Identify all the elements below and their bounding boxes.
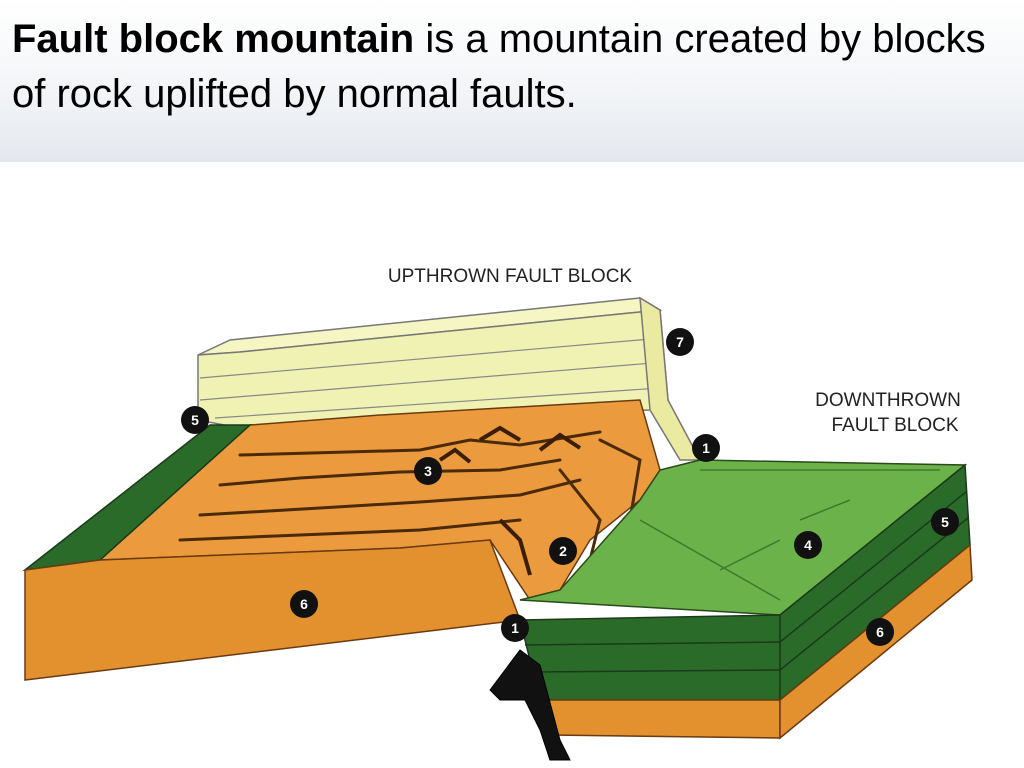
marker-1-upper-num: 1	[702, 440, 710, 456]
marker-3-num: 3	[424, 463, 432, 479]
title-definition: is a mountain created by blocks of rock …	[12, 17, 986, 116]
downthrown-front-orange	[539, 699, 781, 739]
title-term: Fault block mountain	[12, 17, 415, 61]
marker-6-left: 6	[290, 590, 318, 618]
marker-1-upper: 1	[692, 434, 720, 462]
marker-5-right-num: 5	[941, 514, 949, 530]
fault-block-illustration: UPTHROWN FAULT BLOCK DOWNTHROWN FAULT BL…	[22, 266, 973, 761]
marker-1-lower-num: 1	[511, 620, 519, 636]
marker-1-lower: 1	[501, 614, 529, 642]
downthrown-front-green	[519, 614, 781, 701]
slide-header: Fault block mountain is a mountain creat…	[0, 0, 1024, 162]
marker-6-right-num: 6	[876, 624, 884, 640]
label-downthrown-2: FAULT BLOCK	[831, 415, 958, 436]
marker-5-left-num: 5	[191, 412, 199, 428]
marker-6-right: 6	[866, 618, 894, 646]
marker-6-left-num: 6	[300, 596, 308, 612]
marker-5-left: 5	[181, 406, 209, 434]
label-downthrown-1: DOWNTHROWN	[815, 390, 961, 411]
slide-title: Fault block mountain is a mountain creat…	[12, 12, 1012, 122]
fault-block-diagram: UPTHROWN FAULT BLOCK DOWNTHROWN FAULT BL…	[0, 162, 1024, 768]
marker-7: 7	[666, 328, 694, 356]
marker-5-right: 5	[931, 508, 959, 536]
marker-2: 2	[549, 537, 577, 565]
label-upthrown: UPTHROWN FAULT BLOCK	[388, 266, 633, 287]
marker-7-num: 7	[676, 334, 684, 350]
movement-arrow	[489, 649, 571, 761]
marker-3: 3	[414, 457, 442, 485]
marker-4-num: 4	[804, 537, 812, 553]
marker-4: 4	[794, 531, 822, 559]
left-block-front	[24, 539, 522, 681]
marker-2-num: 2	[559, 543, 567, 559]
